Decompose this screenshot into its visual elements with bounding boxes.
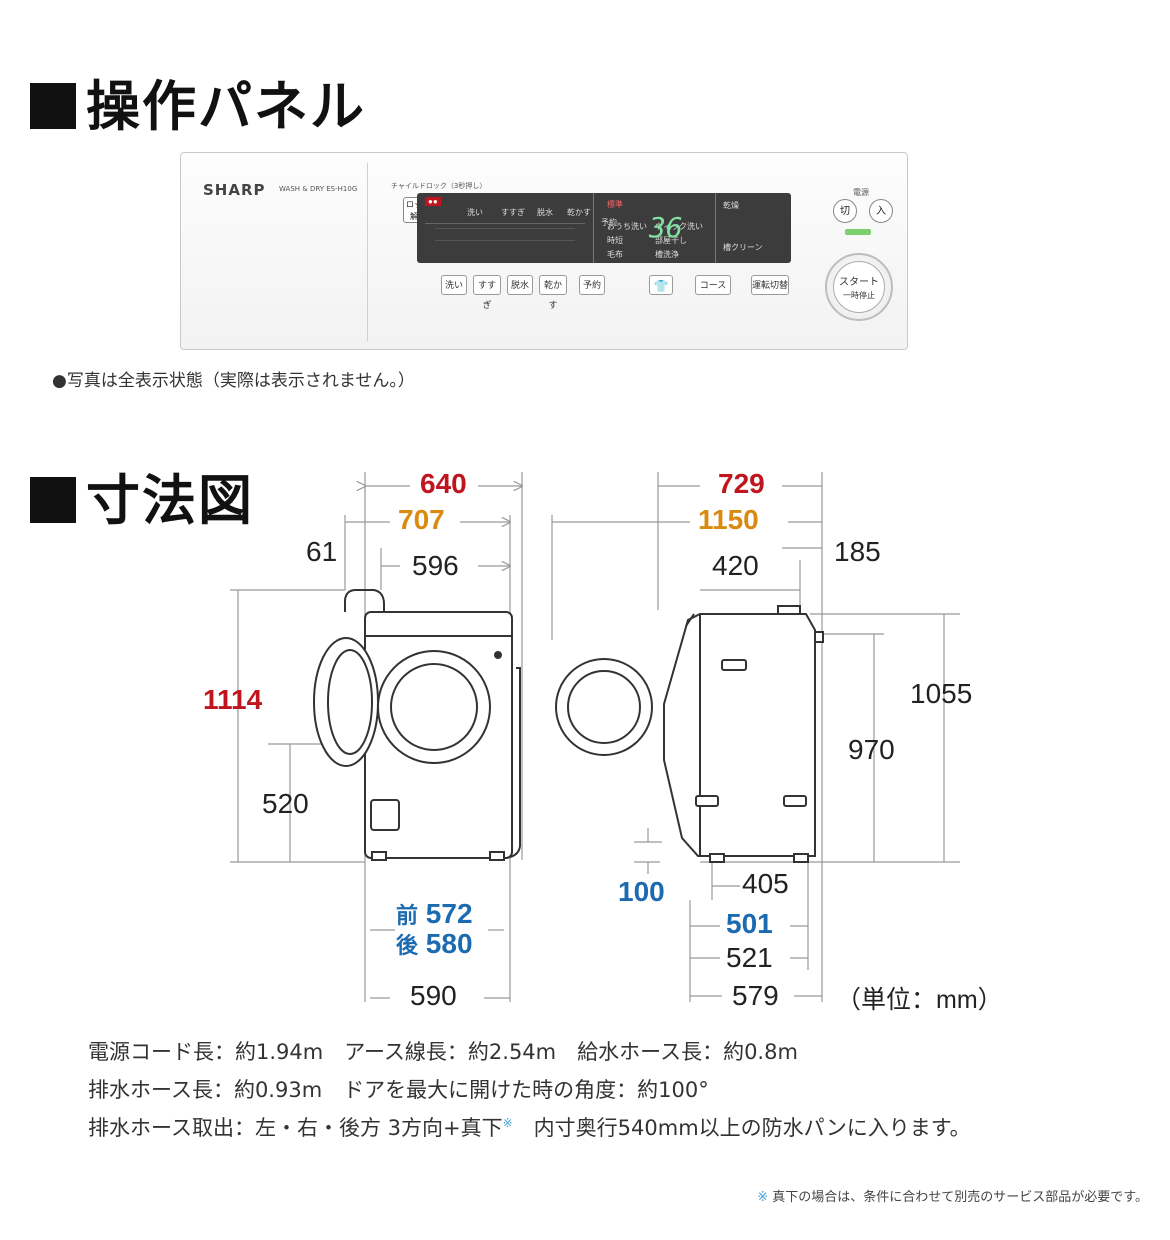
dim-side-405: 405 — [742, 868, 789, 899]
lcd-label-spin: 脱水 — [537, 208, 553, 217]
power-indicator — [845, 229, 871, 235]
dim-front-590: 590 — [410, 980, 457, 1011]
pause-label: 一時停止 — [843, 291, 875, 300]
lcd-display: ●● 洗い すすぎ 脱水 乾かす 予約 乾燥 槽クリーン 標準 おうち洗い ウィ… — [417, 193, 791, 263]
dim-side-521: 521 — [726, 942, 773, 973]
lcd-grid — [425, 223, 585, 258]
lcd-course-tub: 槽洗浄 — [655, 250, 679, 259]
lcd-course-dry: 乾燥 — [723, 201, 739, 210]
dim-rear-580: 後 580 — [396, 928, 473, 959]
child-lock-label: チャイルドロック（3秒押し） — [391, 182, 487, 190]
dimension-heading: 寸法図 — [30, 456, 254, 535]
lcd-indicator: ●● — [425, 197, 441, 206]
button-mode-switch[interactable]: 運転切替 — [751, 275, 789, 295]
button-timer[interactable]: 予約 — [579, 275, 605, 295]
power-on-button[interactable]: 入 — [869, 199, 893, 223]
button-course[interactable]: コース — [695, 275, 731, 295]
start-label: スタート — [839, 277, 879, 288]
button-rinse[interactable]: すすぎ — [473, 275, 501, 311]
button-wash[interactable]: 洗い — [441, 275, 467, 295]
model-label: WASH & DRY ES-H10G — [279, 185, 358, 193]
spec-line-3: 排水ホース取出：左・右・後方 3方向+真下※ 内寸奥行540mm以上の防水パンに… — [88, 1116, 971, 1140]
dim-front-572: 前 572 — [396, 898, 473, 929]
control-panel: SHARP WASH & DRY ES-H10G チャイルドロック（3秒押し） … — [180, 152, 908, 350]
power-label: 電源 — [853, 188, 869, 197]
lcd-course-home: おうち洗い — [607, 222, 647, 231]
lcd-course-short: 時短 — [607, 236, 623, 245]
lcd-course-room: 部屋干し — [655, 236, 687, 245]
panel-divider — [367, 163, 368, 341]
lcd-label-wash: 洗い — [467, 208, 483, 217]
unit-label: （単位：mm） — [836, 986, 1003, 1014]
button-shirt-icon[interactable]: 👕 — [649, 275, 673, 295]
panel-heading: 操作パネル — [30, 62, 366, 141]
square-bullet-icon — [30, 83, 76, 129]
lcd-time-display: 36 — [649, 211, 683, 244]
dim-front-707: 707 — [398, 504, 445, 535]
power-off-button[interactable]: 切 — [833, 199, 857, 223]
dim-side-501: 501 — [726, 908, 773, 939]
dim-front-520: 520 — [262, 788, 309, 819]
dim-side-420: 420 — [712, 550, 759, 581]
dim-side-579: 579 — [732, 980, 779, 1011]
dim-front-640: 640 — [420, 468, 467, 499]
lcd-course-standard: 標準 — [607, 200, 623, 209]
lcd-course-tub-clean: 槽クリーン — [723, 243, 763, 252]
lcd-course-quick: ウィック洗い — [655, 222, 703, 231]
lcd-label-timer: 予約 — [601, 218, 617, 227]
dim-side-100: 100 — [618, 876, 665, 907]
dim-front-596: 596 — [412, 550, 459, 581]
dim-side-1150: 1150 — [698, 504, 759, 535]
brand-logo: SHARP — [203, 181, 266, 199]
lcd-course-blanket: 毛布 — [607, 250, 623, 259]
button-spin[interactable]: 脱水 — [507, 275, 533, 295]
button-dry[interactable]: 乾かす — [539, 275, 567, 311]
square-bullet-icon — [30, 477, 76, 523]
lcd-label-dry: 乾かす — [567, 208, 591, 217]
dim-front-1114: 1114 — [203, 684, 263, 715]
panel-caption: ●写真は全表示状態（実際は表示されません。） — [52, 371, 415, 391]
spec-line-2: 排水ホース長：約0.93m ドアを最大に開けた時の角度：約100° — [88, 1078, 709, 1102]
start-pause-button[interactable]: スタート 一時停止 — [825, 253, 893, 321]
footnote: ※ 真下の場合は、条件に合わせて別売のサービス部品が必要です。 — [757, 1190, 1148, 1205]
dim-front-61: 61 — [306, 536, 338, 567]
lcd-label-rinse: すすぎ — [501, 208, 525, 217]
dim-side-185: 185 — [834, 536, 881, 567]
spec-line-1: 電源コード長：約1.94m アース線長：約2.54m 給水ホース長：約0.8m — [88, 1040, 798, 1064]
dim-side-729: 729 — [718, 468, 765, 499]
dim-side-1055: 1055 — [910, 678, 973, 709]
dim-side-970: 970 — [848, 734, 895, 765]
